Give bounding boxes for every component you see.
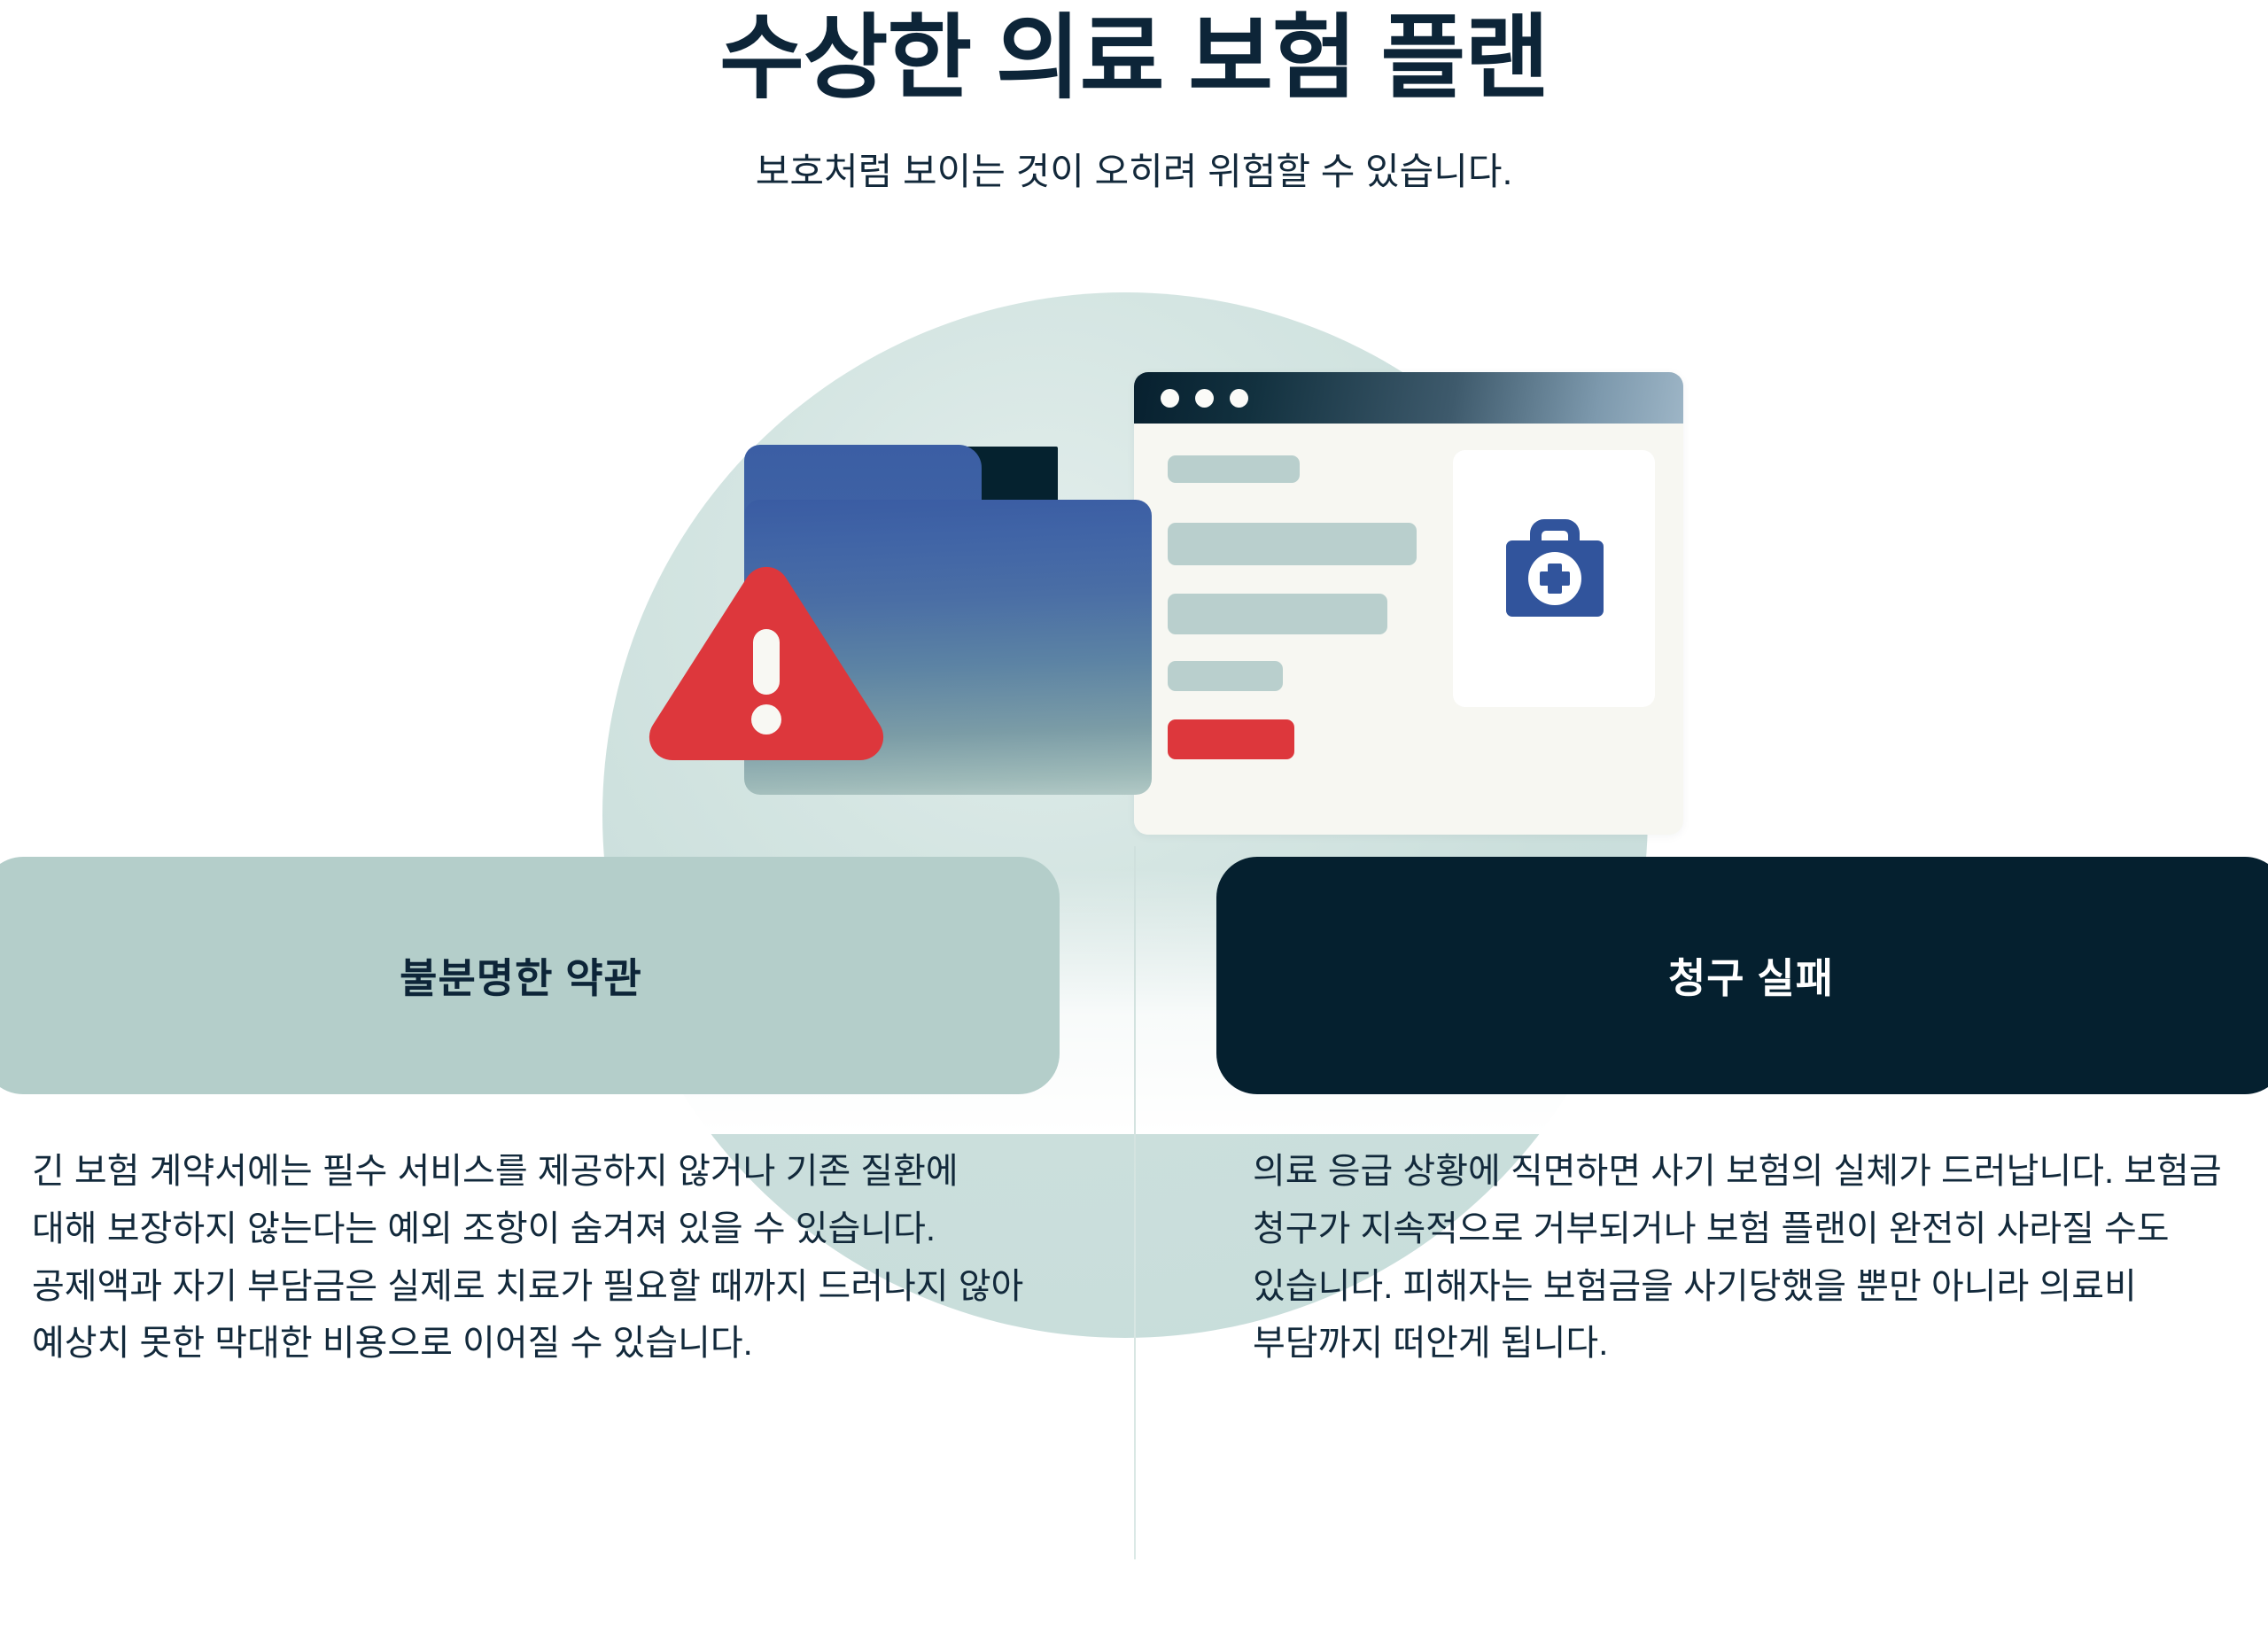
card-body-unclear-terms: 긴 보험 계약서에는 필수 서비스를 제공하지 않거나 기존 질환에 대해 보장… — [32, 1152, 1024, 1364]
browser-titlebar — [1134, 372, 1683, 424]
content-placeholder-bar — [1168, 523, 1417, 565]
content-placeholder-bar — [1168, 455, 1300, 483]
card-claim-failure[interactable]: 청구 실패 — [1216, 857, 2268, 1094]
card-title-claim-failure: 청구 실패 — [1667, 955, 1835, 1001]
illustration-canvas — [354, 266, 1914, 1338]
card-title-unclear-terms: 불분명한 약관 — [400, 955, 642, 1001]
page-title: 수상한 의료 보험 플랜 — [719, 7, 1550, 110]
alert-placeholder-bar — [1168, 719, 1294, 759]
card-body-claim-failure: 의료 응급 상황에 직면하면 사기 보험의 실체가 드러납니다. 보험금 청구가… — [1253, 1152, 2222, 1364]
content-placeholder-bar — [1168, 661, 1283, 691]
content-placeholder-bar — [1168, 594, 1387, 634]
window-dot-icon — [1161, 389, 1179, 408]
medical-kit-icon — [1506, 519, 1604, 617]
warning-triangle-icon — [649, 566, 884, 761]
browser-window-illustration — [1134, 372, 1683, 835]
medical-kit-card — [1453, 450, 1655, 707]
window-dot-icon — [1230, 389, 1248, 408]
browser-content — [1134, 424, 1683, 835]
window-controls — [1161, 389, 1248, 408]
window-dot-icon — [1195, 389, 1214, 408]
page-subtitle: 보호처럼 보이는 것이 오히려 위험할 수 있습니다. — [755, 151, 1513, 193]
hero-illustration — [0, 266, 2268, 1338]
page-header: 수상한 의료 보험 플랜 보호처럼 보이는 것이 오히려 위험할 수 있습니다. — [0, 0, 2268, 199]
card-unclear-terms[interactable]: 불분명한 약관 — [0, 857, 1060, 1094]
column-divider — [1134, 846, 1136, 1559]
card-header-row: 불분명한 약관 청구 실패 — [0, 857, 2268, 1096]
